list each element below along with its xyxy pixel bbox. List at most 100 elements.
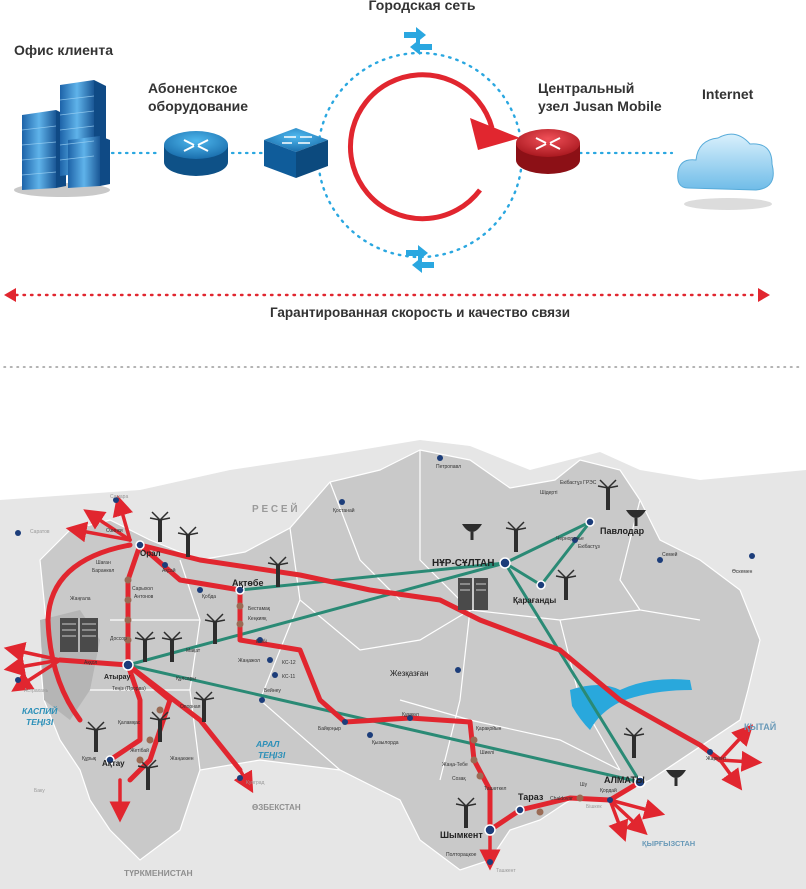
caspian-sea-label-2: ТЕҢІЗІ <box>26 717 54 727</box>
tower-icon <box>149 711 171 742</box>
balkhash-lake <box>570 679 692 730</box>
city-label-kalamkas: Қаламқас <box>118 720 141 726</box>
tower-icon <box>137 759 159 790</box>
city-label-embi: Ембі <box>256 639 267 645</box>
city-label-tengiz: Теңіз (Прорва) <box>112 686 146 692</box>
route-nodes <box>124 576 584 816</box>
office-building-icon <box>14 80 110 197</box>
city-label-zhetybai: Жетібай <box>130 747 149 754</box>
city-label-taraz: Тараз <box>518 792 544 802</box>
guarantee-arrow-left-icon <box>4 288 16 302</box>
city-label-nur-sultan: НҰР-СҰЛТАН <box>432 558 495 569</box>
aral-sea-label-1: АРАЛ <box>255 739 280 749</box>
switch-icon <box>264 128 328 178</box>
kazakhstan-territory <box>39 449 761 871</box>
red-arrow-bursts <box>3 494 763 871</box>
russia-label: Р Е С Е Й <box>252 502 298 515</box>
city-label-sozak: Созақ <box>452 776 466 782</box>
client-office-label: Офис клиента <box>14 42 113 58</box>
city-label-karaganda: Қарағанды <box>513 596 556 605</box>
teal-links <box>126 520 642 784</box>
tower-icon <box>161 631 183 662</box>
city-label-zhangala: Жаңғала <box>70 596 91 602</box>
top-network-diagram: Городская сеть Офис клиента Абонентское … <box>4 0 774 320</box>
city-label-semey: Семей <box>662 551 678 558</box>
server-rack-icons <box>60 578 488 652</box>
city-label-aktobe: Ақтөбе <box>232 578 263 588</box>
guarantee-arrow-right-icon <box>758 288 770 302</box>
city-label-zhanatas2: Жаңа-Тебе <box>442 762 468 768</box>
city-label-baku: Баку <box>34 788 45 794</box>
satellite-dish-icons <box>462 510 686 786</box>
kazakhstan-map: Р Е С Е Й ҚЫТАЙ ҚЫРҒЫЗСТАН ӨЗБЕКСТАН ТҮР… <box>0 440 806 889</box>
city-label-ekibastuz-gres: Екібастұз ГРЭС <box>560 480 597 486</box>
city-label-bishkek: Бішкек <box>586 804 602 810</box>
guarantee-label: Гарантированная скорость и качество связ… <box>270 305 570 320</box>
city-label-karakoyin: Қарақойын <box>476 725 502 732</box>
city-label-dossor: Доссор <box>110 636 127 642</box>
city-label-almaty: АЛМАТЫ <box>604 775 645 785</box>
internet-cloud-icon <box>677 133 774 210</box>
city-label-astrakhan: Астрахань <box>24 688 49 694</box>
tower-icon <box>193 691 215 722</box>
circular-arrow <box>348 72 495 222</box>
city-markers <box>15 455 755 865</box>
city-label-tashutkul: Ташөткел <box>484 786 507 792</box>
city-label-poltoratskoe: Полторацкое <box>446 852 477 858</box>
aral-sea-label-2: ТЕҢІЗІ <box>258 750 286 760</box>
city-label-kenkiyak: Кеңкияқ <box>248 616 267 622</box>
city-label-tashkent: Ташкент <box>496 868 516 874</box>
tower-icon <box>134 631 156 662</box>
cell-tower-icons <box>85 479 645 828</box>
city-label-petropavl: Петропавл <box>436 464 461 470</box>
server-rack-icon <box>60 618 98 652</box>
city-label-samara: Самара <box>110 494 128 500</box>
city-label-pavlodar: Павлодар <box>600 526 645 536</box>
swap-arrows-bottom-icon <box>406 245 434 273</box>
tower-icon <box>177 526 199 557</box>
core-router-icon <box>516 129 580 174</box>
city-label-bestamak: Бестамақ <box>248 606 271 612</box>
city-label-baikonyr: Байқоңыр <box>318 725 341 732</box>
subscriber-equipment-label-2: оборудование <box>148 98 248 114</box>
city-label-ozinki: Озинки <box>106 528 123 534</box>
city-label-zharkent: Жаркент <box>706 756 727 762</box>
tower-icon <box>455 797 477 828</box>
city-label-ks11: КС-11 <box>282 674 296 680</box>
city-label-beineu: Бейнеу <box>264 687 281 694</box>
city-label-oral: Орал <box>140 549 161 558</box>
satellite-dish-icon <box>626 510 646 526</box>
city-label-makat: Мақат <box>186 648 201 654</box>
city-label-opornaya: Опорная <box>180 704 201 710</box>
city-label-kuryk: Құрық <box>82 756 97 762</box>
city-label-ks12: КС-12 <box>282 660 296 666</box>
city-label-saratov: Саратов <box>30 529 50 535</box>
city-label-kobda: Қобда <box>202 594 216 600</box>
city-label-saryhol: Сарыхол <box>132 586 153 592</box>
tower-icon <box>267 556 289 587</box>
server-rack-icon <box>458 578 488 610</box>
swap-arrows-top-icon <box>404 27 432 55</box>
city-label-kordai: Қордай <box>600 787 617 794</box>
city-label-kulsary: Құлсары <box>176 676 196 682</box>
city-label-shagan: Шаған <box>96 560 111 566</box>
city-label-aksay: Ақсай <box>162 567 176 574</box>
city-label-zhezkazgan: Жезқазған <box>390 669 429 678</box>
internet-label: Internet <box>702 86 754 102</box>
city-label-kostanai: Қостанай <box>333 507 355 514</box>
tower-icon <box>505 521 527 552</box>
city-label-ekibastuz: Екібастұз <box>578 544 600 550</box>
kyrgyzstan-label: ҚЫРҒЫЗСТАН <box>642 839 695 848</box>
tower-icon <box>85 721 107 752</box>
turkmenistan-label: ТҮРКМЕНИСТАН <box>124 868 193 878</box>
city-label-atyrau: Атырау <box>104 674 131 681</box>
tower-icon <box>204 613 226 644</box>
tower-icon <box>149 511 171 542</box>
tower-icon <box>623 727 645 758</box>
subscriber-equipment-label-1: Абонентское <box>148 80 238 96</box>
satellite-dish-icon <box>462 524 482 540</box>
tower-icon <box>597 479 619 510</box>
city-label-chernorechye: Черноречье <box>556 536 584 542</box>
city-label-shu: Шу <box>580 782 588 788</box>
city-label-oskemen: Өскемен <box>732 569 753 575</box>
